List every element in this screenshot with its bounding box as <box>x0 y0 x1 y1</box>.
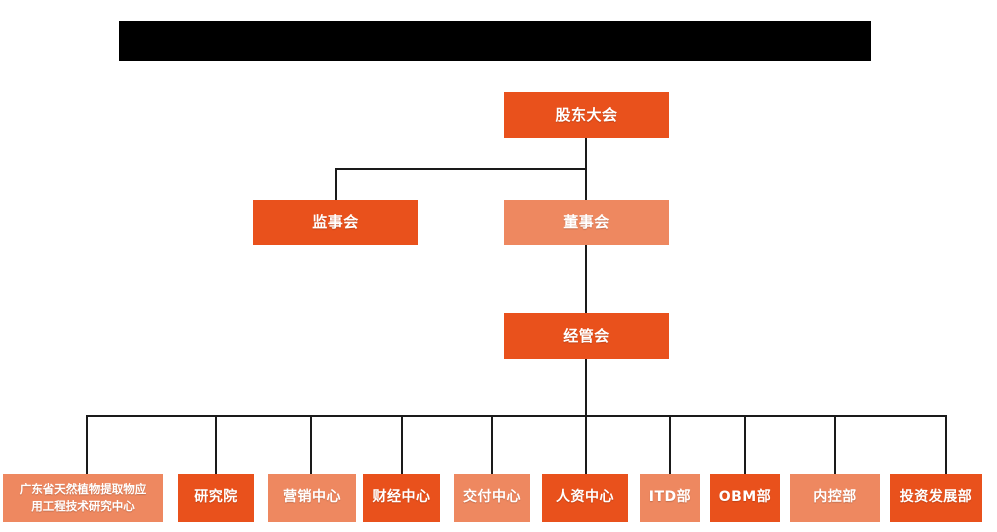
node-supervisors[interactable]: 监事会 <box>253 200 418 245</box>
connector-supervisors-drop <box>335 168 337 201</box>
node-marketing-center[interactable]: 营销中心 <box>268 474 356 522</box>
connector-directors-to-management <box>585 245 587 313</box>
node-internal-control-dept[interactable]: 内控部 <box>790 474 880 522</box>
node-research-center[interactable]: 广东省天然植物提取物应 用工程技术研究中心 <box>3 474 163 522</box>
connector-drop-investment-development-dept <box>945 415 947 474</box>
connector-drop-hr-center <box>585 415 587 474</box>
node-shareholders[interactable]: 股东大会 <box>504 92 669 138</box>
connector-drop-finance-center <box>401 415 403 474</box>
connector-drop-itd-dept <box>669 415 671 474</box>
node-finance-center[interactable]: 财经中心 <box>363 474 440 522</box>
node-research-center-line2: 用工程技术研究中心 <box>31 499 135 513</box>
connector-drop-institute <box>215 415 217 474</box>
connector-drop-delivery-center <box>491 415 493 474</box>
connector-department-bus <box>86 415 946 417</box>
node-institute[interactable]: 研究院 <box>178 474 254 522</box>
node-directors[interactable]: 董事会 <box>504 200 669 245</box>
node-management[interactable]: 经管会 <box>504 313 669 359</box>
redacted-title-bar <box>119 21 871 61</box>
connector-management-stem <box>585 359 587 416</box>
connector-drop-internal-control-dept <box>834 415 836 474</box>
node-itd-dept[interactable]: ITD部 <box>640 474 700 522</box>
connector-shareholders-stem <box>585 138 587 245</box>
connector-drop-marketing-center <box>310 415 312 474</box>
node-obm-dept[interactable]: OBM部 <box>710 474 780 522</box>
connector-drop-research-center <box>86 415 88 474</box>
connector-drop-obm-dept <box>744 415 746 474</box>
node-research-center-line1: 广东省天然植物提取物应 <box>19 482 147 497</box>
node-delivery-center[interactable]: 交付中心 <box>454 474 530 522</box>
node-investment-development-dept[interactable]: 投资发展部 <box>890 474 982 522</box>
node-hr-center[interactable]: 人资中心 <box>542 474 628 522</box>
connector-shareholders-to-supervisors-horizontal <box>335 168 586 170</box>
